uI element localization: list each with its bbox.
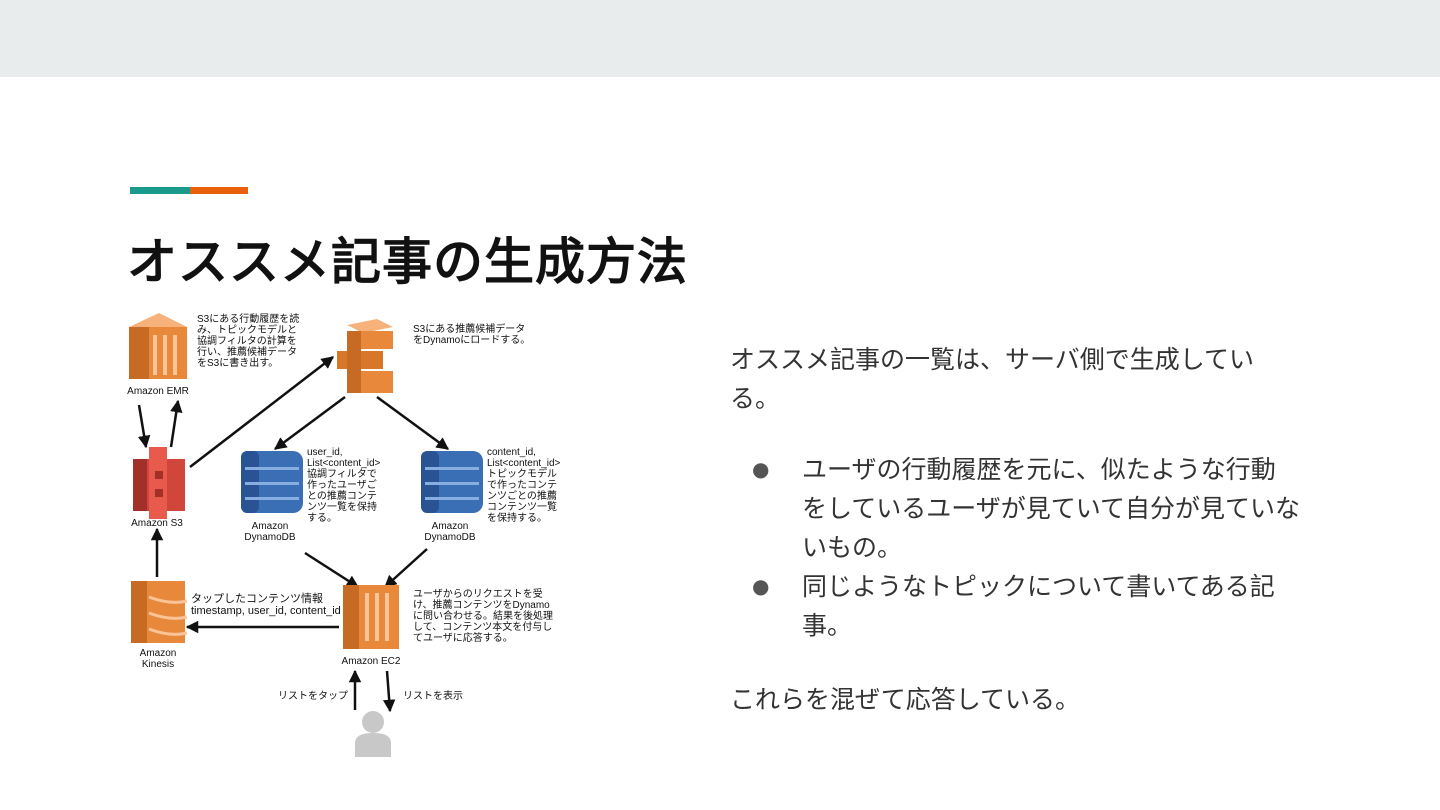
arrow-s3-to-pipeline bbox=[189, 356, 334, 468]
bullet-text: 同じようなトピックについて書いてある記事。 bbox=[802, 572, 1275, 640]
dynamodb-icon bbox=[241, 451, 303, 513]
kinesis-icon bbox=[131, 581, 188, 643]
ec2-label: Amazon EC2 bbox=[342, 656, 401, 667]
arrow-s3-to-emr bbox=[169, 399, 183, 448]
emr-icon bbox=[129, 313, 187, 379]
content-panel: オススメ記事の一覧は、サーバ側で生成している。 ● ユーザの行動履歴を元に、似たよ… bbox=[730, 340, 1300, 719]
arrow-dynamo2-to-ec2 bbox=[384, 548, 428, 588]
emr-note: S3にある行動履歴を読み、トピックモデルと協調フィルタの計算を行い、推薦候補デー… bbox=[197, 312, 299, 369]
dynamo1-note: user_id,List<content_id>協調フィルタで作ったユーザごとの… bbox=[307, 447, 381, 524]
ec2-icon bbox=[343, 585, 399, 649]
pipeline-note: S3にある推薦候補データをDynamoにロードする。 bbox=[413, 322, 530, 346]
diagram-arrows bbox=[137, 356, 450, 713]
arrow-emr-to-s3 bbox=[137, 404, 151, 449]
list-item: ● ユーザの行動履歴を元に、似たような行動をしているユーザが見ていて自分が見ていな… bbox=[752, 450, 1301, 567]
title-accent-teal bbox=[130, 187, 190, 194]
title-accent-orange bbox=[190, 187, 248, 194]
top-bar bbox=[0, 0, 1440, 77]
show-label: リストを表示 bbox=[403, 689, 463, 702]
list-item: ● 同じようなトピックについて書いてある記事。 bbox=[752, 567, 1300, 645]
arrow-pipeline-to-dynamo1 bbox=[273, 395, 346, 451]
architecture-diagram: Amazon EMR S3にある行動履歴を読み、トピックモデルと協調フィルタの計… bbox=[127, 312, 561, 757]
dynamodb-icon bbox=[421, 451, 483, 513]
dynamo2-note: content_id,List<content_id>トピックモデルで作ったコン… bbox=[487, 447, 561, 524]
arrow-dynamo1-to-ec2 bbox=[304, 551, 360, 589]
emr-label: Amazon EMR bbox=[127, 386, 189, 397]
user-icon bbox=[355, 711, 391, 757]
slide-title: オススメ記事の生成方法 bbox=[127, 233, 688, 291]
s3-icon bbox=[133, 447, 185, 519]
intro-text: オススメ記事の一覧は、サーバ側で生成している。 bbox=[730, 345, 1255, 413]
bullet-text: ユーザの行動履歴を元に、似たような行動をしているユーザが見ていて自分が見ていない… bbox=[802, 455, 1301, 562]
bullet-dot-icon: ● bbox=[752, 457, 770, 481]
outro-text: これらを混ぜて応答している。 bbox=[730, 685, 1081, 714]
bullet-list: ● ユーザの行動履歴を元に、似たような行動をしているユーザが見ていて自分が見ていな… bbox=[730, 450, 1300, 645]
data-pipeline-icon bbox=[337, 319, 393, 393]
bullet-dot-icon: ● bbox=[752, 574, 770, 598]
tap-label: リストをタップ bbox=[278, 690, 348, 702]
arrow-ec2-to-user bbox=[382, 670, 396, 713]
s3-label: Amazon S3 bbox=[131, 518, 183, 529]
arrow-pipeline-to-dynamo2 bbox=[376, 395, 450, 451]
